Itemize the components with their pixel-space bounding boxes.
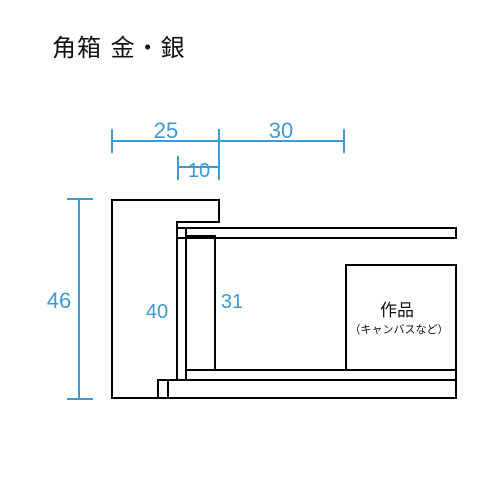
frame-inner-slat-1 (176, 227, 187, 381)
frame-outer-profile (111, 199, 220, 399)
bottom-rail-lower (157, 379, 457, 399)
frame-inner-slat-2 (185, 235, 216, 371)
artwork-box (345, 264, 457, 371)
dimension-label-10: 10 (188, 160, 210, 182)
frame-profile (111, 199, 457, 399)
artwork-label: 作品 (380, 301, 414, 321)
page-title: 角箱 金・銀 (52, 34, 186, 62)
dimension-label-40: 40 (146, 301, 168, 323)
dimension-label-31: 31 (221, 291, 243, 313)
top-rail (176, 227, 457, 239)
bottom-rail-upper (185, 369, 457, 381)
dimension-label-46: 46 (47, 288, 71, 313)
dimension-label-25: 25 (154, 118, 178, 143)
dimension-label-30: 30 (269, 118, 293, 143)
artwork-sublabel: （キャンバスなど） (350, 323, 449, 336)
dimension-lines (67, 129, 345, 400)
